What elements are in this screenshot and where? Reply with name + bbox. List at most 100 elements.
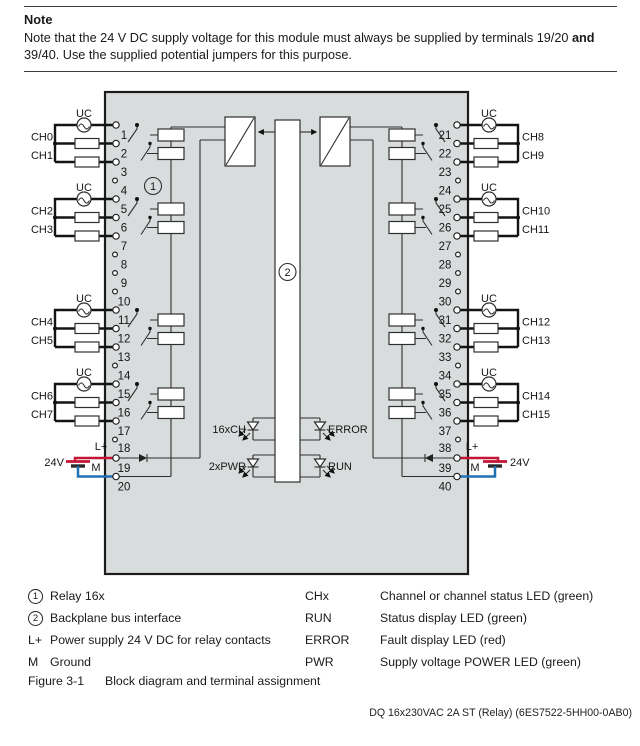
svg-text:11: 11 [118,315,130,327]
svg-text:24: 24 [439,186,452,198]
svg-text:25: 25 [439,204,452,216]
led-run-label: RUN [328,461,352,473]
svg-text:CH0: CH0 [31,132,53,144]
svg-text:UC: UC [76,182,92,194]
svg-text:CH1: CH1 [31,150,53,162]
v24-label-left: 24V [44,457,64,469]
figure-title: Block diagram and terminal assignment [105,674,321,688]
svg-text:12: 12 [118,334,131,346]
svg-text:32: 32 [439,334,452,346]
led-power-label: 2xPWR [209,461,246,473]
legend-row: 1 Relay 16x CHx Channel or channel statu… [0,585,640,607]
note-box: Note Note that the 24 V DC supply voltag… [24,6,617,72]
svg-text:CH9: CH9 [522,150,544,162]
legend-key-desc: Fault display LED (red) [380,633,506,647]
supply-left: L+ M 24V [44,441,120,481]
diode-left [139,454,148,462]
svg-text:39: 39 [439,463,452,475]
legend-row: M Ground PWR Supply voltage POWER LED (g… [0,651,640,673]
svg-text:CH6: CH6 [31,391,53,403]
svg-text:6: 6 [121,223,127,235]
svg-text:UC: UC [76,367,92,379]
note-title: Note [24,12,53,27]
isolation-block-right [319,116,351,167]
led-block: 16xCH 2xPWR ERROR RUN [209,417,368,477]
svg-text:CH5: CH5 [31,335,53,347]
led-channels-label: 16xCH [212,424,246,436]
svg-text:3: 3 [121,167,127,179]
svg-text:31: 31 [439,315,452,327]
svg-text:15: 15 [118,389,131,401]
legend-desc: Ground [50,655,92,669]
svg-text:5: 5 [121,204,127,216]
svg-text:10: 10 [118,297,131,309]
legend-key: ERROR [305,633,350,647]
legend-desc: Backplane bus interface [50,611,182,625]
m-label-right: M [470,462,479,474]
svg-text:34: 34 [439,371,452,383]
legend-key-desc: Supply voltage POWER LED (green) [380,655,581,669]
callout-relay: 1 [143,176,163,196]
running-footer: DQ 16x230VAC 2A ST (Relay) (6ES7522-5HH0… [369,707,632,719]
svg-text:UC: UC [76,293,92,305]
svg-text:30: 30 [439,297,452,309]
terminal-numbers-right: 21 22 23 24 25 26 27 28 29 30 31 32 33 3… [439,130,452,494]
svg-text:29: 29 [439,278,452,290]
note-body: Note that the 24 V DC supply voltage for… [24,31,595,62]
svg-text:CH15: CH15 [522,409,550,421]
svg-text:8: 8 [121,260,127,272]
svg-text:22: 22 [439,149,452,161]
svg-text:35: 35 [439,389,452,401]
legend: 1 Relay 16x CHx Channel or channel statu… [0,585,640,673]
svg-text:13: 13 [118,352,131,364]
svg-text:9: 9 [121,278,127,290]
m-label-left: M [91,462,100,474]
svg-text:CH12: CH12 [522,317,550,329]
relay-callout-symbol: 1 [28,589,43,604]
legend-key-desc: Status display LED (green) [380,611,527,625]
legend-desc: Power supply 24 V DC for relay contacts [50,633,271,647]
svg-text:UC: UC [481,367,497,379]
svg-text:CH11: CH11 [522,224,549,236]
legend-key: CHx [305,589,329,603]
svg-text:18: 18 [118,443,131,455]
legend-key: PWR [305,655,334,669]
led-error-label: ERROR [328,424,368,436]
svg-text:CH4: CH4 [31,317,53,329]
svg-text:27: 27 [439,241,452,253]
svg-text:CH7: CH7 [31,409,53,421]
svg-text:14: 14 [118,371,131,383]
svg-text:20: 20 [118,482,131,494]
callout-bus: 2 [284,267,290,279]
lplus-label-left: L+ [95,441,108,453]
svg-text:CH14: CH14 [522,391,550,403]
internal-bus-lines [116,126,457,478]
svg-text:33: 33 [439,352,452,364]
v24-label-right: 24V [510,457,530,469]
svg-text:CH2: CH2 [31,206,53,218]
svg-text:1: 1 [150,181,156,193]
svg-text:CH3: CH3 [31,224,53,236]
svg-text:2: 2 [121,149,127,161]
svg-text:UC: UC [481,182,497,194]
figure-caption: Figure 3-1 Block diagram and terminal as… [28,674,320,688]
svg-text:UC: UC [76,108,92,120]
svg-text:36: 36 [439,408,452,420]
lplus-label-right: L+ [466,441,479,453]
svg-text:17: 17 [118,426,131,438]
svg-text:CH8: CH8 [522,132,544,144]
svg-text:16: 16 [118,408,131,420]
isolation-block-left [224,116,256,167]
supply-right: L+ M 24V [453,441,530,481]
svg-text:7: 7 [121,241,127,253]
svg-text:21: 21 [439,130,452,142]
svg-text:28: 28 [439,260,452,272]
uc-labels: UC UC UC UC UC UC UC UC [76,108,497,379]
svg-text:40: 40 [439,482,452,494]
legend-desc: Relay 16x [50,589,105,603]
legend-key: RUN [305,611,332,625]
diode-right [424,454,433,462]
bus-callout-symbol: 2 [28,611,43,626]
